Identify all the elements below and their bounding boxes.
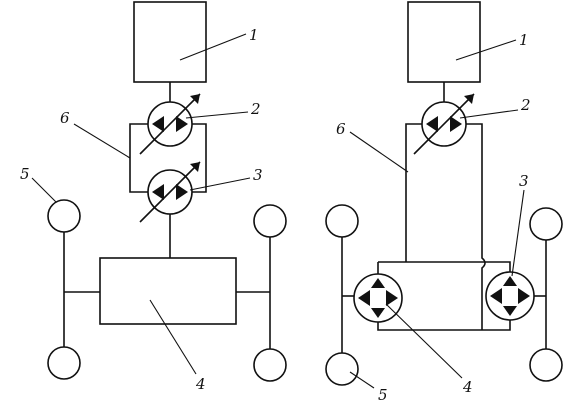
- left-label-5: 5: [20, 165, 30, 183]
- right-wheel-front-right: [529, 207, 563, 241]
- left-label-4: 4: [195, 375, 206, 393]
- left-label-1: 1: [249, 26, 259, 44]
- left-transmission-block: [99, 257, 237, 325]
- right-wheel-motor-left-icon: [353, 273, 403, 323]
- left-leader-3: [189, 177, 251, 191]
- right-pump-icon: [413, 93, 475, 155]
- right-wheel-rear-left: [325, 352, 359, 386]
- right-wheel-motor-right-icon: [485, 271, 535, 321]
- right-label-1: 1: [519, 31, 529, 49]
- left-label-3: 3: [253, 166, 263, 184]
- right-label-2: 2: [520, 96, 531, 114]
- left-leader-5: [31, 177, 57, 203]
- right-engine-block: [407, 1, 481, 83]
- left-wheel-rear-left: [47, 346, 81, 380]
- left-leader-4: [149, 299, 197, 375]
- left-label-6: 6: [60, 109, 70, 127]
- right-label-5: 5: [378, 386, 388, 404]
- left-scheme: 1 2 3 6 5 4: [20, 1, 287, 393]
- right-leader-1: [455, 39, 517, 61]
- left-leader-6: [73, 123, 131, 159]
- left-leader-1: [179, 33, 247, 61]
- right-leader-2: [459, 109, 519, 119]
- left-motor-icon: [139, 161, 201, 223]
- left-leader-2: [185, 111, 249, 119]
- left-wheel-front-left: [47, 199, 81, 233]
- left-engine-block: [133, 1, 207, 83]
- right-label-3: 3: [519, 172, 529, 190]
- right-wheel-front-left: [325, 204, 359, 238]
- left-wheel-rear-right: [253, 348, 287, 382]
- right-leader-6: [349, 131, 409, 173]
- right-leader-3: [511, 189, 525, 277]
- right-leader-4: [385, 303, 463, 379]
- left-pump-icon: [139, 93, 201, 155]
- right-label-6: 6: [336, 120, 346, 138]
- right-wheel-rear-right: [529, 348, 563, 382]
- right-hydraulic-line-left: [405, 123, 422, 262]
- right-scheme: 1 2 6 3 4 5: [325, 1, 563, 404]
- left-wheel-front-right: [253, 204, 287, 238]
- left-label-2: 2: [250, 100, 261, 118]
- right-hydraulic-line-right: [466, 123, 486, 330]
- right-leader-5: [349, 371, 375, 389]
- right-label-4: 4: [462, 378, 473, 396]
